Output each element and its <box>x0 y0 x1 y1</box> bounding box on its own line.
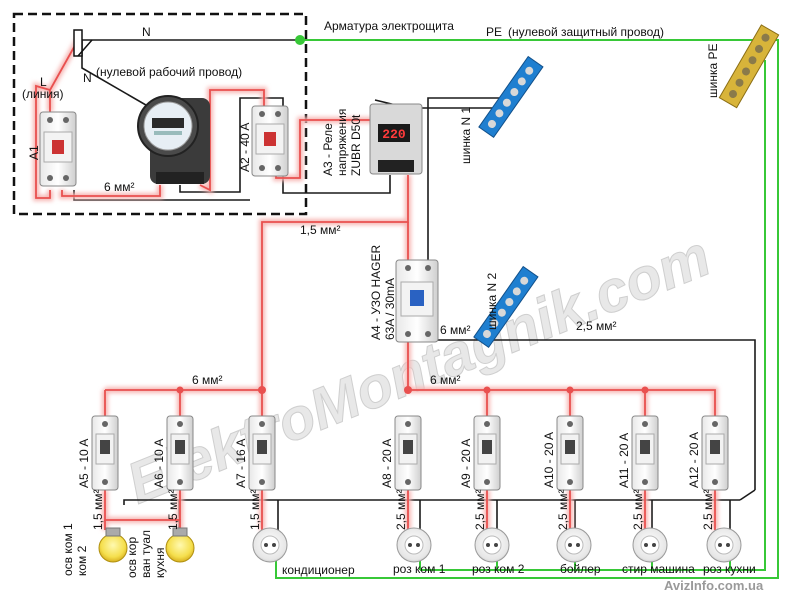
label-meter-wire: 6 мм² <box>104 180 135 194</box>
label-wire-1-5-top: 1,5 мм² <box>300 223 341 237</box>
main-switch-icon <box>73 29 93 57</box>
voltage-relay-a3: 220 <box>369 103 423 175</box>
phase-wires <box>35 39 716 418</box>
label-l-desc: (линия) <box>22 87 64 101</box>
socket-4-icon <box>632 527 668 563</box>
label-a4-line1: A4 - УЗО HAGER <box>369 245 383 340</box>
outlet-label: бойлер <box>560 562 601 576</box>
lamp-1-label: ком 2 <box>75 545 89 576</box>
label-n-work: N <box>83 71 92 85</box>
breaker-label: A11 - 20 A <box>617 433 631 488</box>
breaker-a7 <box>248 415 276 491</box>
branch-wires <box>104 490 716 530</box>
breaker-a11 <box>631 415 659 491</box>
branch-wires-glow <box>102 490 718 530</box>
breaker-a2 <box>251 105 289 177</box>
socket-5-icon <box>706 527 742 563</box>
lamp-1-icon <box>98 527 128 563</box>
branch-wire-label: 2,5 мм² <box>701 489 715 530</box>
neutral-bus-2-icon <box>473 265 539 349</box>
breaker-label: A5 - 10 A <box>77 439 91 488</box>
breaker-a8 <box>394 415 422 491</box>
neutral-wires <box>73 39 756 530</box>
branch-wire-label: 1,5 мм² <box>91 489 105 530</box>
label-shinka-n2: шинка N 2 <box>485 273 499 330</box>
breaker-a10 <box>556 415 584 491</box>
lamp-2-label: ван туал <box>139 530 153 578</box>
electric-meter-icon <box>137 95 210 184</box>
label-right-bus-wire: 6 мм² <box>430 373 461 387</box>
pe-bus-icon <box>718 24 780 109</box>
breaker-a5 <box>91 415 119 491</box>
breaker-label: A12 - 20 A <box>687 432 701 488</box>
label-left-bus-wire: 6 мм² <box>192 373 223 387</box>
breaker-label: A10 - 20 A <box>542 432 556 488</box>
breaker-label: A7 - 16 A <box>234 439 248 488</box>
label-pe-desc: (нулевой защитный провод) <box>508 25 664 39</box>
branch-wire-label: 2,5 мм² <box>556 489 570 530</box>
label-a4-line2: 63A / 30mA <box>383 278 397 340</box>
relay-display: 220 <box>382 127 406 142</box>
label-a3-line3: ZUBR D50t <box>349 114 363 176</box>
outlet-label: роз кухни <box>703 562 756 576</box>
label-a3-line1: A3 - Реле <box>321 123 335 176</box>
breaker-label: A9 - 20 A <box>459 439 473 488</box>
conditioner-label: кондиционер <box>282 563 355 577</box>
lamp-2-label: осв кор <box>125 537 139 578</box>
socket-conditioner-icon <box>252 527 288 563</box>
label-a1: A1 <box>27 145 41 160</box>
breaker-label: A6 - 10 A <box>152 439 166 488</box>
breaker-a6 <box>166 415 194 491</box>
socket-3-icon <box>556 527 592 563</box>
label-shinka-n1: шинка N 1 <box>459 107 473 164</box>
breaker-a9 <box>473 415 501 491</box>
label-l: L <box>40 75 47 89</box>
outlet-label: стир машина <box>622 562 695 576</box>
branch-wire-label: 1,5 мм² <box>248 489 262 530</box>
breaker-label: A8 - 20 A <box>380 439 394 488</box>
lamp-1-label: осв ком 1 <box>61 523 75 576</box>
phase-junctions <box>176 386 649 394</box>
breaker-a1 <box>39 111 77 187</box>
branch-wire-label: 2,5 мм² <box>473 489 487 530</box>
lamp-2-icon <box>165 527 195 563</box>
outlet-label: роз ком 1 <box>393 562 446 576</box>
rcd-a4 <box>395 259 439 343</box>
label-a3-line2: напряжения <box>335 109 349 176</box>
label-n2-wire: 2,5 мм² <box>576 319 617 333</box>
lamp-2-label: кухня <box>153 547 167 578</box>
label-armatura: Арматура электрощита <box>324 19 454 33</box>
label-pe: PE <box>486 25 502 39</box>
panel-ground-node <box>295 35 305 45</box>
branch-wire-label: 1,5 мм² <box>166 489 180 530</box>
label-a2: A2 - 40 A <box>238 123 252 172</box>
label-n-top: N <box>142 25 151 39</box>
socket-2-icon <box>474 527 510 563</box>
breaker-a12 <box>701 415 729 491</box>
neutral-bus-1-icon <box>478 55 544 139</box>
label-uzo-wire: 6 мм² <box>440 323 471 337</box>
label-shinka-pe: шинка PE <box>706 44 720 99</box>
panel-border <box>12 12 308 216</box>
label-n-work-desc: (нулевой рабочий провод) <box>96 65 242 79</box>
branch-wire-label: 2,5 мм² <box>394 489 408 530</box>
outlet-label: роз ком 2 <box>472 562 525 576</box>
branch-wire-label: 2,5 мм² <box>631 489 645 530</box>
socket-1-icon <box>396 527 432 563</box>
avizinfo-watermark: AvizInfo.com.ua <box>664 578 764 593</box>
